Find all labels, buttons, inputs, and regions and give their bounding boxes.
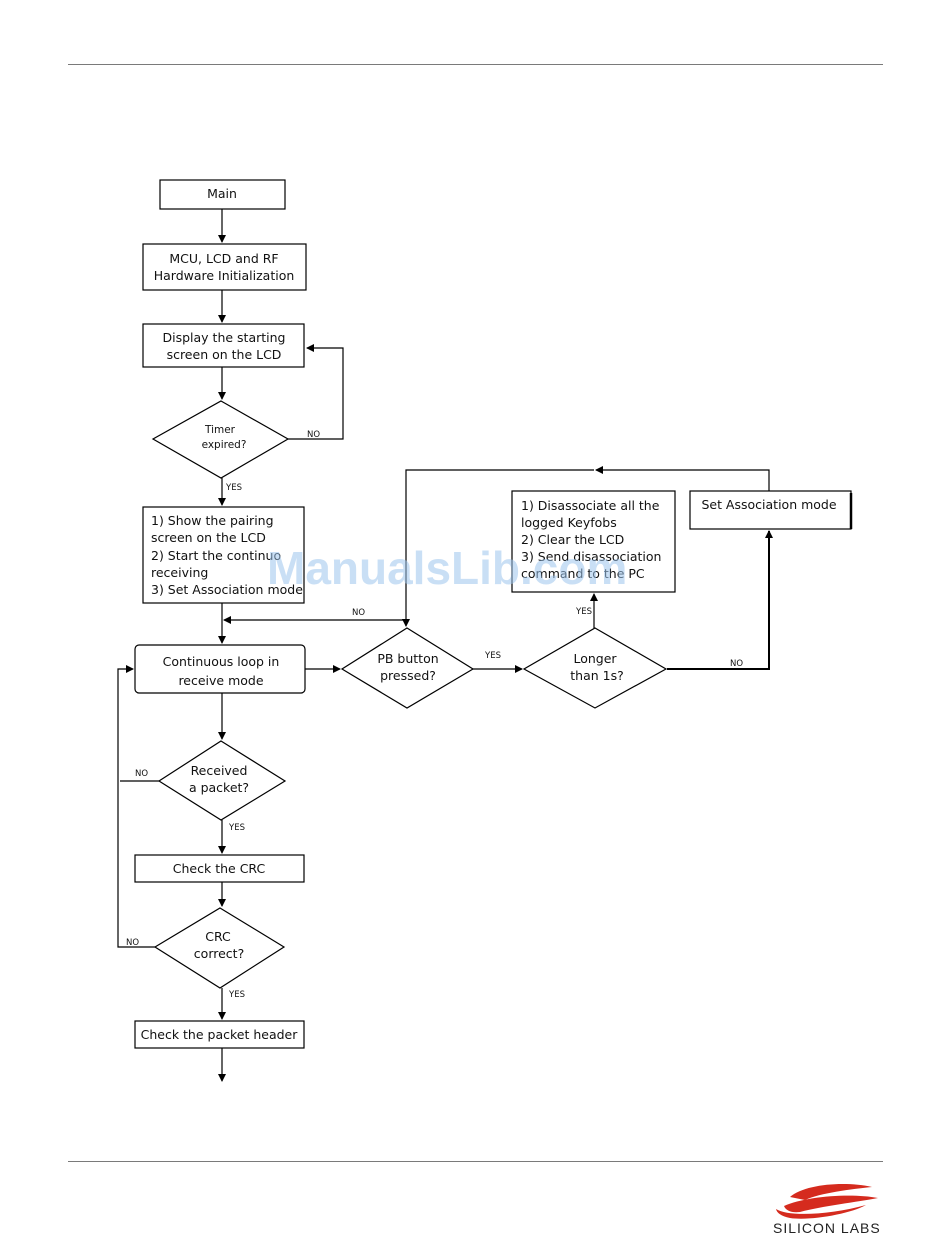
silicon-labs-logo: SILICON LABS [773,1184,881,1236]
node-pairing-line4: receiving [151,565,208,580]
label-longer-no: NO [730,659,743,669]
node-loop-line1: Continuous loop in [163,654,280,669]
label-received-yes: YES [228,823,245,833]
edge-crc-no [117,665,155,948]
node-timer: Timer expired? [151,400,290,479]
node-loop-line2: receive mode [178,673,263,688]
logo-swoosh-top-icon [790,1184,872,1200]
label-crc-yes: YES [228,990,245,1000]
node-check-crc: Check the CRC [134,854,305,883]
node-display-line2: screen on the LCD [167,347,282,362]
node-check-header-label: Check the packet header [141,1027,299,1042]
logo-swoosh-bottom-icon [776,1205,866,1219]
node-set-assoc-label: Set Association mode [701,497,836,512]
node-timer-line1: Timer [204,424,236,436]
node-set-assoc: Set Association mode [689,490,853,530]
edge-disassoc-return [402,469,594,627]
node-check-crc-label: Check the CRC [173,861,266,876]
node-disassociate-line3: 2) Clear the LCD [521,532,624,547]
edge-labels: NO YES NO YES YES NO NO YES NO YES [126,430,743,1000]
node-pairing-line5: 3) Set Association mode [151,582,303,597]
logo-text: SILICON LABS [773,1220,881,1236]
node-crc-line2: correct? [194,946,244,961]
label-longer-yes: YES [575,607,592,617]
node-disassociate-line1: 1) Disassociate all the [521,498,660,513]
node-disassociate: 1) Disassociate all the logged Keyfobs 2… [511,490,676,593]
edge-longer-no [667,530,773,670]
node-disassociate-line2: logged Keyfobs [521,515,617,530]
node-display: Display the starting screen on the LCD [142,323,305,368]
node-pairing-line2: screen on the LCD [151,530,266,545]
label-received-no: NO [135,769,148,779]
node-crc-line1: CRC [205,929,231,944]
node-pairing-line1: 1) Show the pairing [151,513,274,528]
footer-rule [68,1161,883,1162]
node-timer-line2: expired? [202,439,247,451]
node-received: Received a packet? [157,740,287,821]
node-init: MCU, LCD and RF Hardware Initialization [142,243,307,291]
node-pb: PB button pressed? [340,627,475,709]
edge-timer-no [288,344,344,440]
label-pb-yes: YES [484,651,501,661]
edge-assoc-return [595,466,770,491]
node-disassociate-line5: command to the PC [521,566,645,581]
watermark: ManualsLib.com [267,542,627,594]
node-pairing: 1) Show the pairing screen on the LCD 2)… [142,506,305,604]
node-pb-line2: pressed? [380,668,436,683]
label-crc-no: NO [126,938,139,948]
node-received-line2: a packet? [189,780,249,795]
node-pairing-line3: 2) Start the continuo [151,548,281,563]
node-longer-line1: Longer [573,651,617,666]
label-pb-no: NO [352,608,365,618]
node-disassociate-line4: 3) Send disassociation [521,549,661,564]
label-timer-no: NO [307,430,320,440]
node-init-line1: MCU, LCD and RF [169,251,278,266]
logo-swoosh-mid-icon [784,1195,878,1213]
node-init-line2: Hardware Initialization [154,268,295,283]
node-display-line1: Display the starting [163,330,286,345]
node-pb-line1: PB button [377,651,438,666]
node-loop: Continuous loop in receive mode [134,644,306,694]
label-timer-yes: YES [225,483,242,493]
node-crc: CRC correct? [153,907,286,989]
node-check-header: Check the packet header [134,1020,305,1049]
connectors [117,209,773,1082]
node-main: Main [159,179,286,210]
node-longer-line2: than 1s? [570,668,623,683]
node-main-label: Main [207,186,237,201]
node-longer: Longer than 1s? [522,627,668,709]
header-rule [68,64,883,65]
node-received-line1: Received [191,763,248,778]
